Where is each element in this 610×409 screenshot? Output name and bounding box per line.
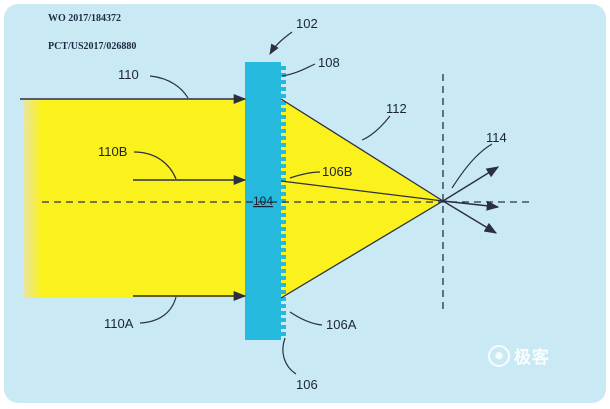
out-ray-middle	[442, 200, 500, 211]
grating-tooth	[281, 220, 286, 224]
grating-tooth	[281, 227, 286, 231]
grating-tooth	[281, 248, 286, 252]
grating-tooth	[281, 199, 286, 203]
grating-tooth	[281, 164, 286, 168]
watermark: ◉ 极客	[488, 343, 550, 368]
label-106B: 106B	[322, 164, 352, 179]
watermark-logo-icon: ◉	[488, 344, 510, 367]
cone-upper-edge	[280, 98, 444, 202]
grating-tooth	[281, 255, 286, 259]
focused-beam-cone	[281, 99, 443, 298]
out-ray-lower	[442, 200, 498, 234]
leader-102	[269, 31, 293, 55]
cone-lower-edge	[280, 200, 444, 299]
grating-tooth	[281, 192, 286, 196]
grating-tooth	[281, 206, 286, 210]
grating-tooth	[281, 241, 286, 245]
grating-tooth	[281, 325, 286, 329]
grating-tooth	[281, 283, 286, 287]
label-108: 108	[318, 55, 340, 70]
grating-tooth	[281, 185, 286, 189]
grating-substrate	[245, 62, 281, 340]
leader-108	[281, 63, 316, 77]
grating-tooth	[281, 136, 286, 140]
out-ray-upper	[442, 166, 500, 202]
label-110A: 110A	[104, 316, 134, 331]
label-114: 114	[486, 130, 507, 145]
label-104: 104	[253, 194, 273, 208]
grating-tooth	[281, 101, 286, 105]
grating-tooth	[281, 178, 286, 182]
grating-tooth	[281, 150, 286, 154]
watermark-text: 极客	[514, 348, 550, 367]
grating-tooth	[281, 318, 286, 322]
grating-tooth	[281, 213, 286, 217]
grating-tooth	[281, 157, 286, 161]
label-110B: 110B	[98, 144, 127, 159]
grating-tooth	[281, 129, 286, 133]
grating-tooth	[281, 108, 286, 112]
label-110: 110	[118, 67, 139, 82]
grating-tooth	[281, 332, 286, 336]
grating-tooth	[281, 276, 286, 280]
grating-tooth	[281, 262, 286, 266]
application-number: PCT/US2017/026880	[48, 41, 137, 52]
grating-tooth	[281, 122, 286, 126]
leader-106	[282, 337, 297, 375]
grating-tooth	[281, 269, 286, 273]
grating-teeth	[281, 66, 286, 336]
grating-tooth	[281, 66, 286, 70]
grating-tooth	[281, 87, 286, 91]
label-102: 102	[296, 16, 318, 31]
leader-106A	[289, 311, 323, 326]
leader-110	[149, 75, 189, 99]
grating-tooth	[281, 80, 286, 84]
grating-tooth	[281, 143, 286, 147]
publication-number: WO 2017/184372	[48, 13, 122, 24]
grating-tooth	[281, 311, 286, 315]
leader-110B	[133, 151, 177, 180]
label-106: 106	[296, 377, 318, 392]
grating-tooth	[281, 115, 286, 119]
leader-114	[451, 143, 493, 189]
grating-tooth	[281, 234, 286, 238]
label-112: 112	[386, 101, 407, 116]
grating-tooth	[281, 73, 286, 77]
ray-106B	[280, 180, 444, 202]
leader-112	[361, 115, 391, 141]
leader-106B	[289, 171, 321, 179]
leader-110A	[139, 296, 177, 324]
label-106A: 106A	[326, 317, 357, 332]
grating-tooth	[281, 304, 286, 308]
grating-tooth	[281, 290, 286, 294]
grating-tooth	[281, 297, 286, 301]
grating-tooth	[281, 171, 286, 175]
input-beam	[24, 99, 245, 298]
grating-tooth	[281, 94, 286, 98]
